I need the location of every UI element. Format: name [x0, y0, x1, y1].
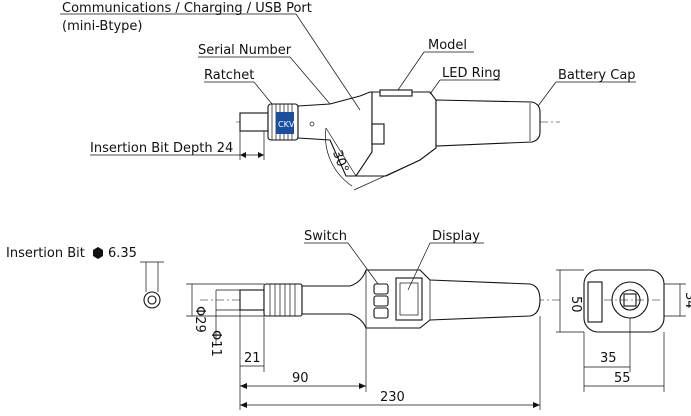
label-insertion-bit: Insertion Bit	[6, 246, 85, 261]
insertion-bit-view: Insertion Bit 6.35	[6, 246, 164, 309]
dim-d29: Φ29	[192, 306, 207, 333]
label-led-ring: LED Ring	[442, 66, 501, 81]
label-port: Communications / Charging / USB Port	[62, 1, 312, 16]
end-view: 50 34 35 55	[556, 269, 691, 392]
label-insertion-depth: Insertion Bit Depth 24	[90, 141, 233, 156]
label-display: Display	[432, 229, 480, 244]
hex-icon	[93, 247, 103, 259]
dim-34: 34	[682, 292, 691, 309]
dim-230: 230	[380, 390, 405, 405]
usb-port	[371, 123, 385, 145]
end-view-slot	[587, 281, 603, 323]
bit-inner-circle	[147, 295, 157, 305]
square-drive-plan	[239, 289, 265, 311]
switch-button-middle	[373, 295, 389, 307]
bottom-view: Switch Display Φ29 Φ11 21 90 230	[186, 229, 560, 410]
switch-button-upper	[373, 283, 389, 295]
dim-90: 90	[292, 371, 309, 386]
label-ratchet: Ratchet	[204, 68, 254, 83]
dim-55: 55	[614, 371, 631, 386]
label-bit-size: 6.35	[108, 246, 137, 261]
label-battery-cap: Battery Cap	[558, 68, 636, 83]
model-plate	[379, 89, 413, 97]
dim-35: 35	[600, 351, 617, 366]
screw	[309, 121, 315, 127]
label-port-sub: (mini-Btype)	[62, 19, 142, 34]
label-switch: Switch	[304, 229, 347, 244]
top-view: CKV Communications / C	[60, 1, 636, 191]
label-serial: Serial Number	[198, 43, 292, 58]
dim-21: 21	[244, 351, 261, 366]
switch-button-lower	[373, 307, 389, 319]
dim-d11: Φ11	[208, 330, 223, 357]
brand-logo-text: CKV	[278, 120, 295, 129]
square-drive	[239, 112, 269, 132]
ratchet-knurl-plan	[269, 284, 296, 316]
label-model: Model	[428, 38, 467, 53]
grip	[435, 99, 541, 147]
dim-50: 50	[568, 296, 583, 313]
angle-arc	[325, 127, 353, 187]
brand-logo	[276, 112, 294, 134]
label-angle: 30°	[329, 148, 351, 175]
